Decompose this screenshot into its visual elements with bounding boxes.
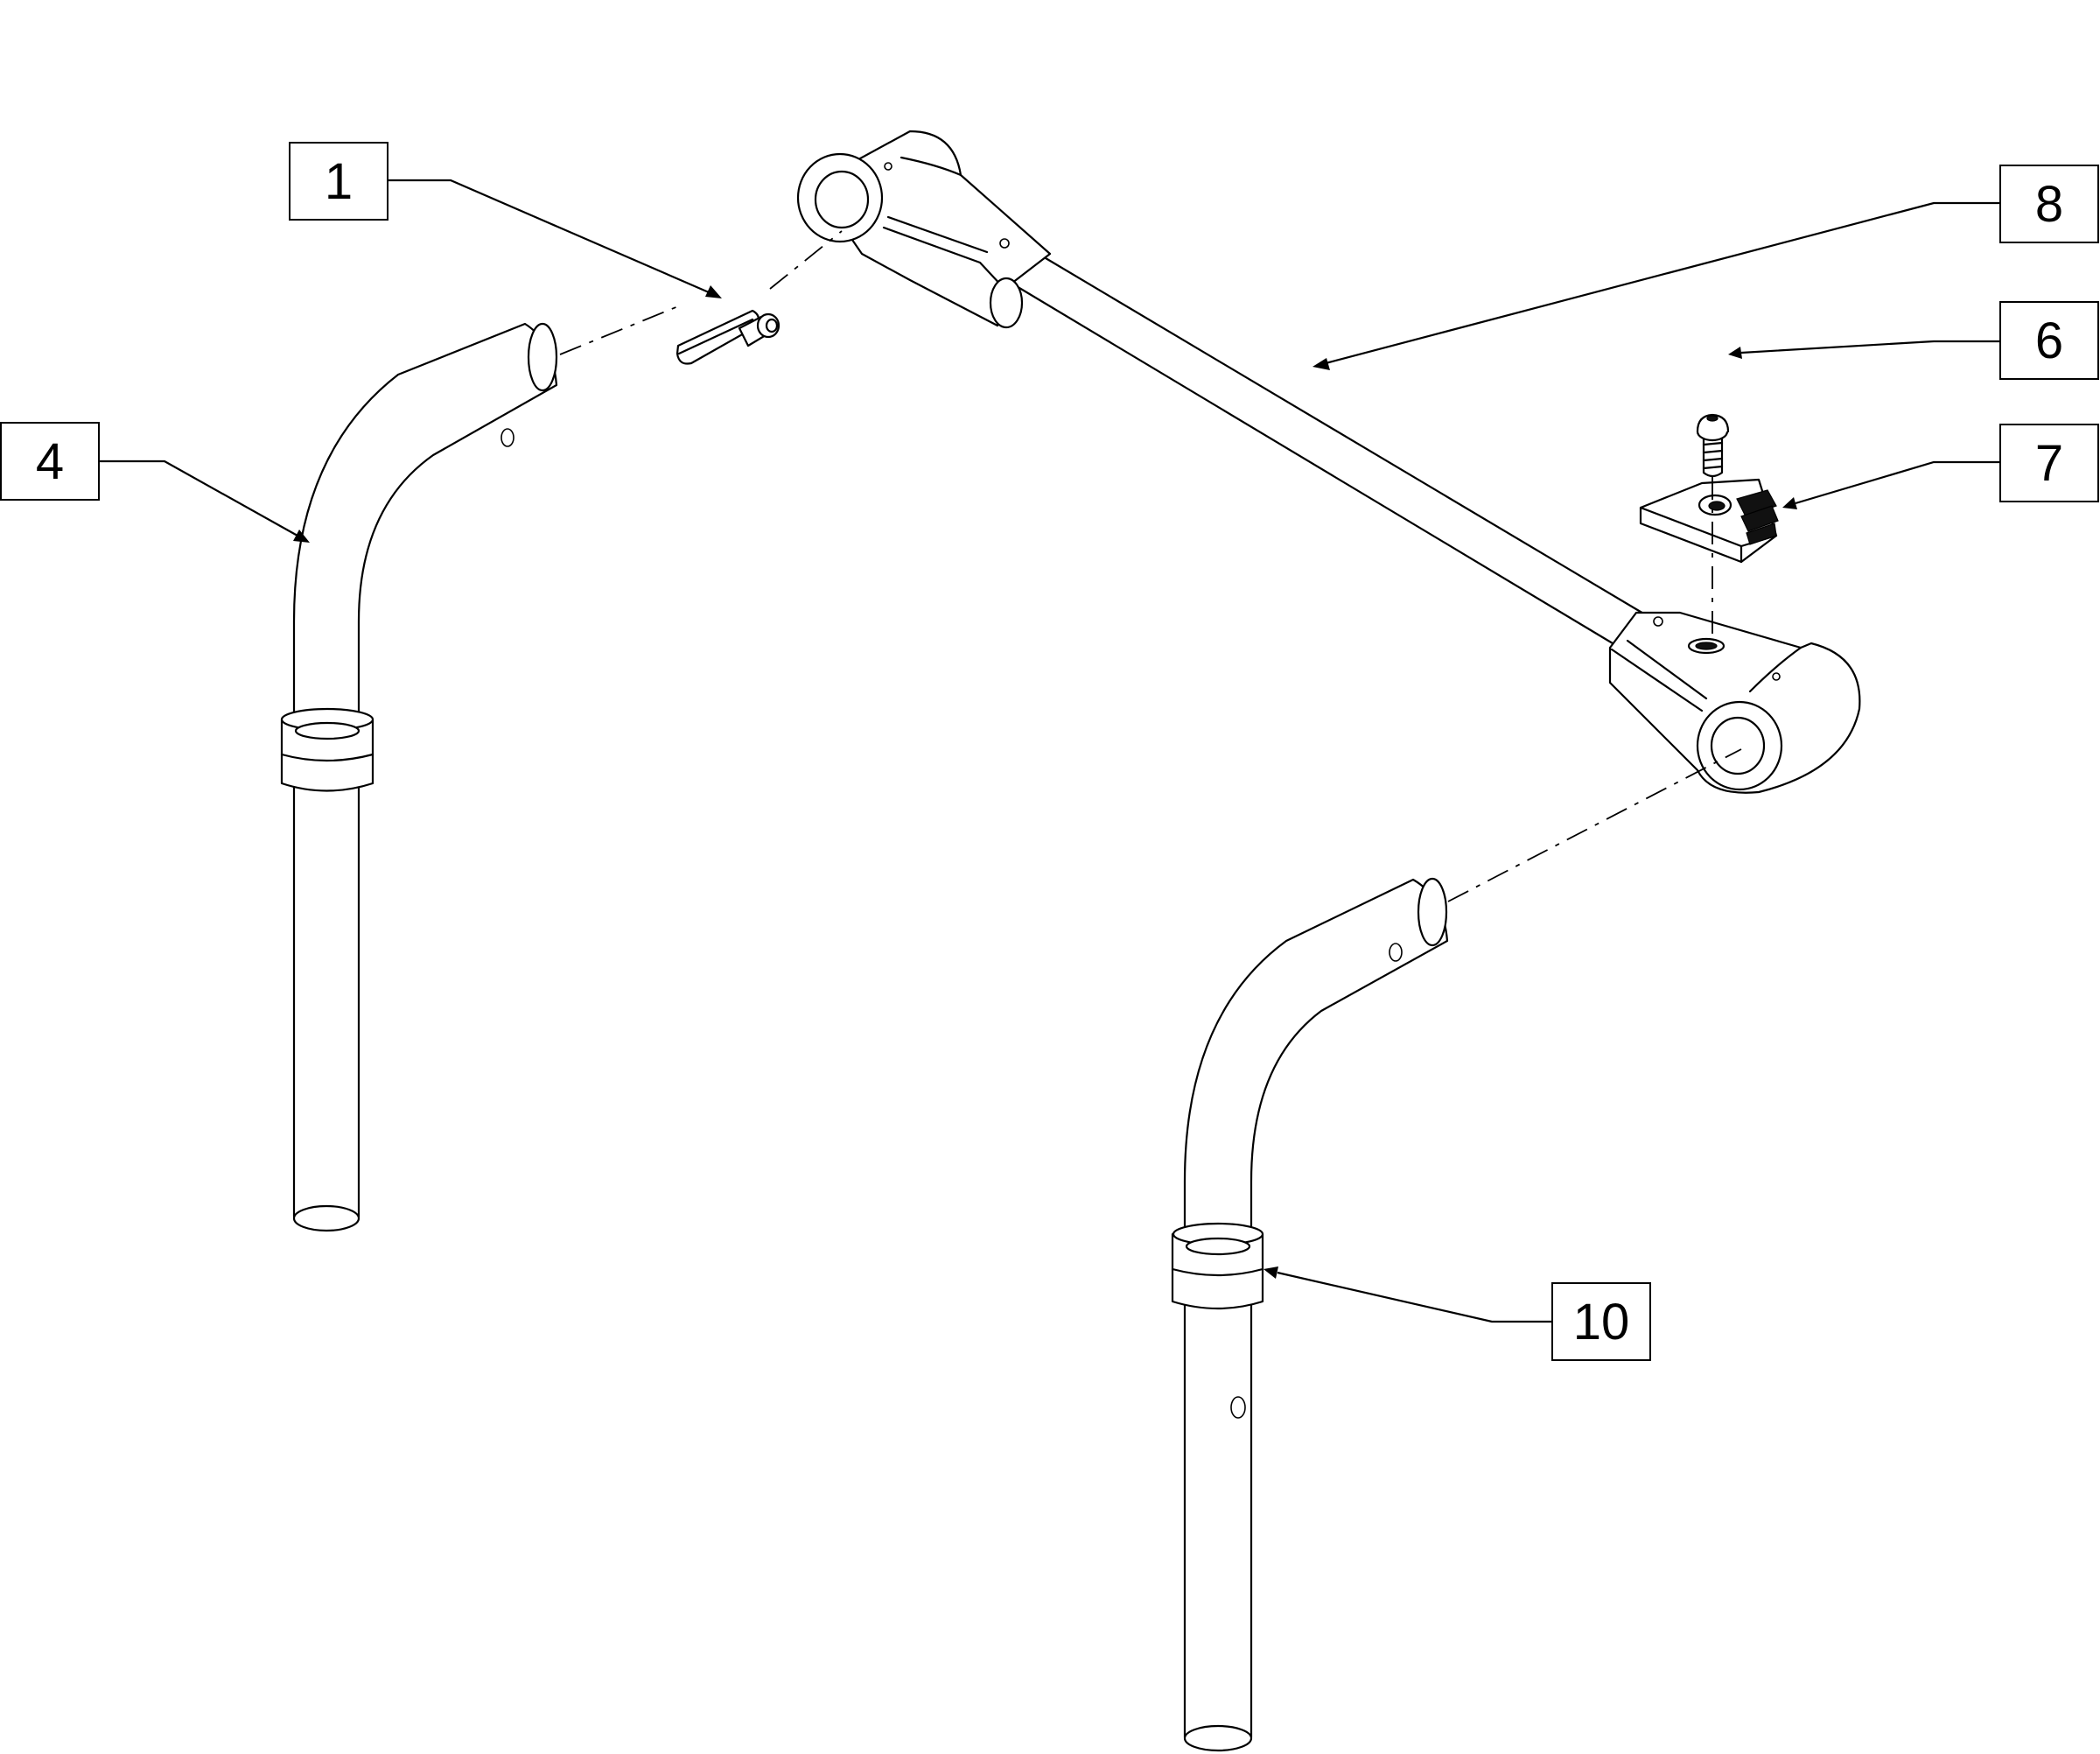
- right-bent-post: [1171, 877, 1449, 1752]
- callout-8-label: 8: [2034, 175, 2064, 233]
- left-bent-post: [280, 322, 558, 1232]
- callout-4-label: 4: [35, 432, 65, 490]
- right-clamp-end: [1608, 611, 1861, 794]
- crossbar-tube: [1004, 254, 1647, 648]
- callout-7-label: 7: [2034, 434, 2064, 492]
- callout-10: 10: [1551, 1282, 1651, 1361]
- assembly-centerlines: [559, 230, 1742, 902]
- crossbar-assembly: [796, 130, 1861, 794]
- screw: [1696, 413, 1730, 478]
- leader-6: [1740, 340, 1999, 354]
- clamp-wedge: [1639, 478, 1779, 564]
- leader-10: [1277, 1271, 1551, 1323]
- leader-7: [1795, 460, 1999, 505]
- centerline-pin: [559, 305, 679, 355]
- quick-release-pin: [676, 309, 780, 365]
- callout-7: 7: [1999, 424, 2099, 502]
- centerline-left-post: [769, 230, 843, 290]
- left-clamp-end: [796, 130, 1052, 329]
- leader-lines: [100, 179, 1999, 1323]
- leader-8: [1325, 201, 1999, 365]
- callout-4: 4: [0, 422, 100, 501]
- callout-1-label: 1: [324, 152, 354, 210]
- leader-1: [388, 179, 710, 294]
- centerline-right-post: [1447, 748, 1742, 902]
- leader-4: [100, 460, 298, 537]
- callout-6-label: 6: [2034, 312, 2064, 369]
- callout-8: 8: [1999, 165, 2099, 243]
- callout-10-label: 10: [1572, 1293, 1630, 1351]
- callout-1: 1: [289, 142, 388, 221]
- callout-6: 6: [1999, 301, 2099, 380]
